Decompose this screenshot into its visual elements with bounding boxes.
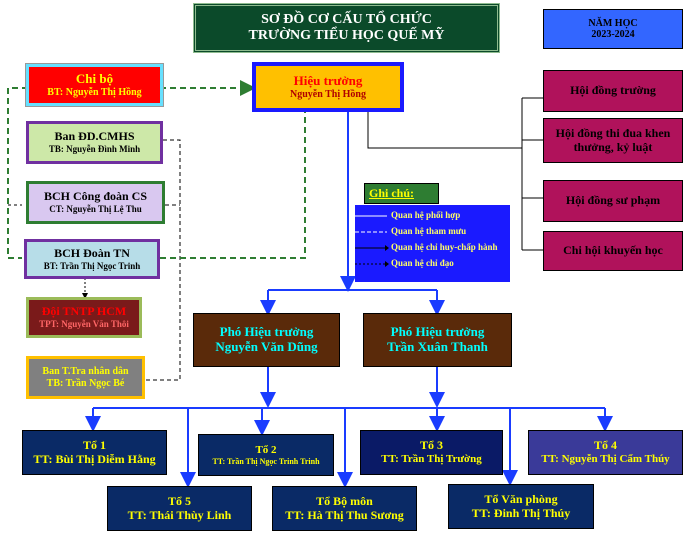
group-office-leader: TT: Đinh Thị Thúy <box>471 505 571 520</box>
title-line-2: TRƯỜNG TIỂU HỌC QUẾ MỸ <box>248 28 445 43</box>
group-2-title: Tổ 2 <box>255 444 277 457</box>
group-2-leader: TT: Trần Thị Ngọc Trinh Trinh <box>212 456 320 466</box>
legend-title: Ghi chú: <box>369 185 415 200</box>
group-4-leader: TT: Nguyễn Thị Cẩm Thúy <box>541 453 670 466</box>
group-1-box: Tổ 1 TT: Bùi Thị Diễm Hằng <box>22 430 167 475</box>
party-cell-box: Chi bộ BT: Nguyễn Thị Hồng <box>25 63 164 107</box>
legend-item-coordination: Quan hệ phối hợp <box>391 210 461 220</box>
group-3-leader: TT: Trần Thị Trường <box>381 453 482 466</box>
council-study-label: Chi hội khuyến học <box>563 243 663 258</box>
group-5-leader: TT: Thái Thùy Linh <box>127 507 232 522</box>
inspection-board-title: Ban T.Tra nhân dân <box>42 366 129 377</box>
parents-board-title: Ban ĐD.CMHS <box>54 129 135 144</box>
group-4-box: Tổ 4 TT: Nguyễn Thị Cẩm Thúy <box>528 430 683 475</box>
legend-box: Quan hệ phối hợp Quan hệ tham mưu Quan h… <box>355 205 510 282</box>
group-office-box: Tổ Văn phòng TT: Đinh Thị Thúy <box>448 484 594 529</box>
union-box: BCH Công đoàn CS CT: Nguyễn Thị Lệ Thu <box>26 181 165 224</box>
union-title: BCH Công đoàn CS <box>43 189 148 204</box>
school-year-value: 2023-2024 <box>591 29 635 40</box>
pioneers-name: TPT: Nguyễn Văn Thôi <box>39 319 129 330</box>
group-subject-title: Tổ Bộ môn <box>316 493 373 508</box>
school-year-box: NĂM HỌC 2023-2024 <box>543 9 683 49</box>
group-3-title: Tổ 3 <box>419 438 443 453</box>
youth-union-title: BCH Đoàn TN <box>54 245 130 260</box>
parents-board-box: Ban ĐD.CMHS TB: Nguyễn Đình Minh <box>26 121 163 164</box>
youth-union-name: BT: Trần Thị Ngọc Trinh <box>43 260 141 271</box>
group-office-title: Tổ Văn phòng <box>484 491 558 506</box>
title-line-1: SƠ ĐỒ CƠ CẤU TỔ CHỨC <box>261 11 432 27</box>
legend-item-command: Quan hệ chỉ huy-chấp hành <box>391 242 498 252</box>
vice-principal-2-box: Phó Hiệu trưởng Trần Xuân Thanh <box>363 313 512 367</box>
group-subject-box: Tổ Bộ môn TT: Hà Thị Thu Sương <box>272 486 417 531</box>
group-3-box: Tổ 3 TT: Trần Thị Trường <box>360 430 503 475</box>
group-4-title: Tổ 4 <box>593 438 617 453</box>
pioneers-title: Đội TNTP HCM <box>41 304 127 319</box>
council-emulation-box: Hội đồng thi đua khen thưởng, kỷ luật <box>543 118 683 163</box>
union-name: CT: Nguyễn Thị Lệ Thu <box>49 204 142 215</box>
vice-principal-2-name: Trần Xuân Thanh <box>387 339 488 354</box>
principal-title: Hiệu trưởng <box>293 72 363 88</box>
party-cell-name: BT: Nguyễn Thị Hồng <box>47 86 142 98</box>
council-pedagogy-box: Hội đồng sư phạm <box>543 180 683 222</box>
council-study-box: Chi hội khuyến học <box>543 231 683 271</box>
group-5-title: Tổ 5 <box>167 493 191 508</box>
legend-item-direction: Quan hệ chỉ đạo <box>391 258 454 268</box>
vice-principal-2-title: Phó Hiệu trưởng <box>390 324 485 340</box>
principal-box: Hiệu trưởng Nguyễn Thị Hồng <box>252 62 404 112</box>
group-subject-leader: TT: Hà Thị Thu Sương <box>285 507 404 522</box>
party-cell-title: Chi bộ <box>75 70 114 86</box>
council-pedagogy-label: Hội đồng sư phạm <box>565 193 661 208</box>
parents-board-name: TB: Nguyễn Đình Minh <box>48 144 141 155</box>
group-1-title: Tổ 1 <box>82 437 106 452</box>
youth-union-box: BCH Đoàn TN BT: Trần Thị Ngọc Trinh <box>24 239 160 279</box>
group-5-box: Tổ 5 TT: Thái Thùy Linh <box>107 486 252 531</box>
legend-line-samples <box>355 215 389 267</box>
legend-title-box: Ghi chú: <box>364 183 439 204</box>
group-1-leader: TT: Bùi Thị Diễm Hằng <box>33 451 156 466</box>
council-school-label: Hội đồng trường <box>570 83 656 98</box>
legend-item-advisory: Quan hệ tham mưu <box>391 226 467 236</box>
vice-principal-1-name: Nguyễn Văn Dũng <box>215 339 318 354</box>
council-emulation-label: Hội đồng thi đua khen thưởng, kỷ luật <box>555 125 671 154</box>
inspection-board-name: TB: Trần Ngọc Bé <box>46 377 125 389</box>
vice-principal-1-title: Phó Hiệu trưởng <box>219 324 314 340</box>
group-2-box: Tổ 2 TT: Trần Thị Ngọc Trinh Trinh <box>198 434 334 476</box>
council-school-box: Hội đồng trường <box>543 70 683 112</box>
principal-name: Nguyễn Thị Hồng <box>290 88 366 100</box>
school-year-label: NĂM HỌC <box>588 17 638 29</box>
pioneers-box: Đội TNTP HCM TPT: Nguyễn Văn Thôi <box>26 297 142 338</box>
inspection-board-box: Ban T.Tra nhân dân TB: Trần Ngọc Bé <box>26 356 145 399</box>
chart-title: SƠ ĐỒ CƠ CẤU TỔ CHỨC TRƯỜNG TIỂU HỌC QUẾ… <box>193 3 500 53</box>
vice-principal-1-box: Phó Hiệu trưởng Nguyễn Văn Dũng <box>193 313 340 367</box>
